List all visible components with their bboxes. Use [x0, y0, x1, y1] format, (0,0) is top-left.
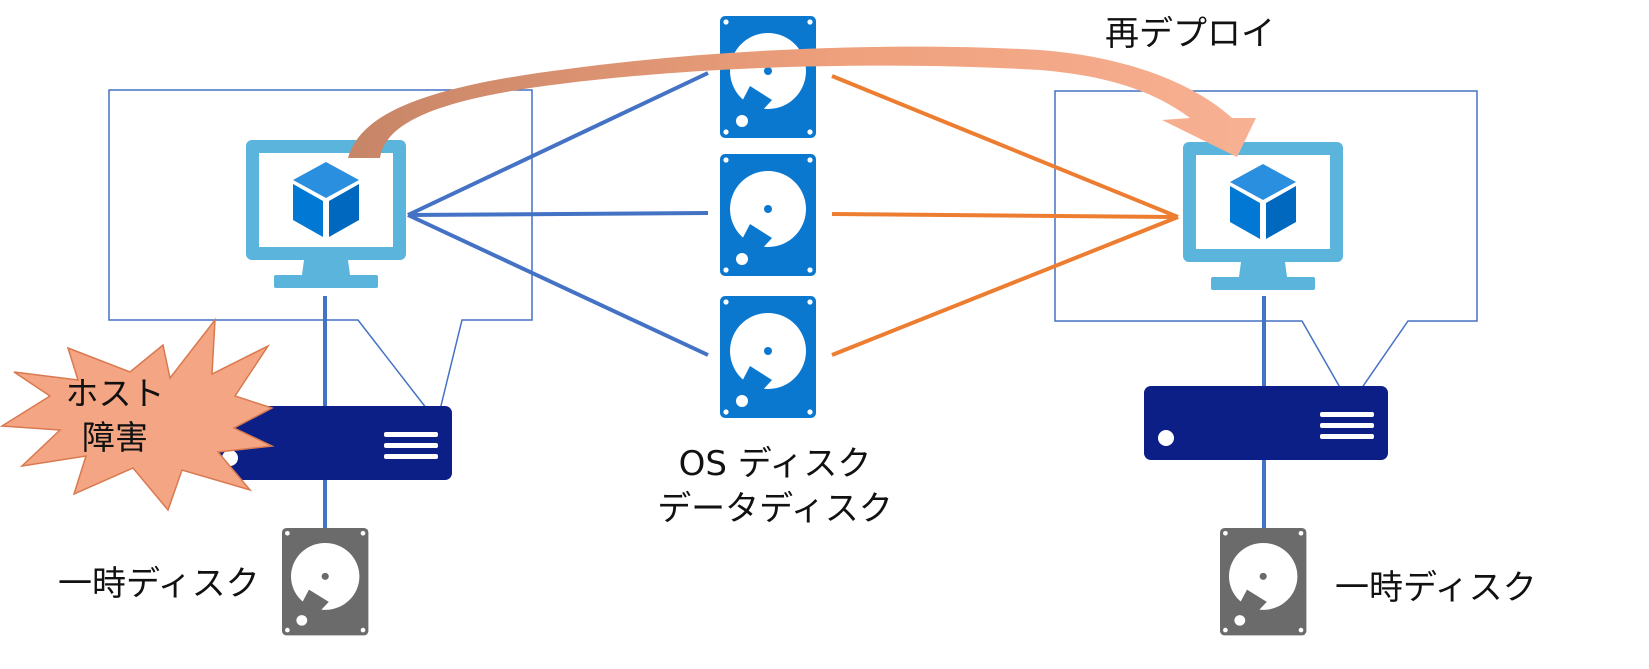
left-temp-disk-icon: [282, 528, 369, 636]
right-temp-disk-icon: [1220, 528, 1307, 636]
left-temp-disk-label: 一時ディスク: [58, 564, 260, 604]
right-vm-disk-links: [831, 74, 1179, 357]
left-host-callout: [108, 89, 533, 424]
host-fault-line1: ホスト: [65, 374, 165, 413]
left-vm-monitor-icon: [246, 140, 406, 288]
right-server-icon: [1144, 386, 1388, 460]
managed-disks: .blue .hub { stroke: #0b78d0; } .blue .h…: [720, 16, 816, 418]
os-disk-label: OS ディスク: [678, 444, 872, 484]
managed-disk-icon: [720, 296, 816, 418]
managed-disk-icon: [720, 154, 816, 276]
right-temp-disk-label: 一時ディスク: [1335, 568, 1537, 608]
redeploy-arrow-icon: [348, 46, 1256, 159]
right-host-callout: [1054, 90, 1478, 407]
managed-disk-icon: [720, 16, 816, 138]
left-vm-disk-links: [407, 71, 709, 357]
data-disk-label: データディスク: [657, 489, 893, 529]
host-fault-label: ホスト 障害: [40, 372, 190, 460]
disk-type-label: OS ディスク データディスク: [640, 442, 910, 532]
explosion-burst-icon: [0, 317, 275, 512]
right-vm-monitor-icon: [1183, 142, 1343, 290]
host-fault-line2: 障害: [82, 418, 148, 457]
redeploy-label: 再デプロイ: [1105, 14, 1275, 54]
